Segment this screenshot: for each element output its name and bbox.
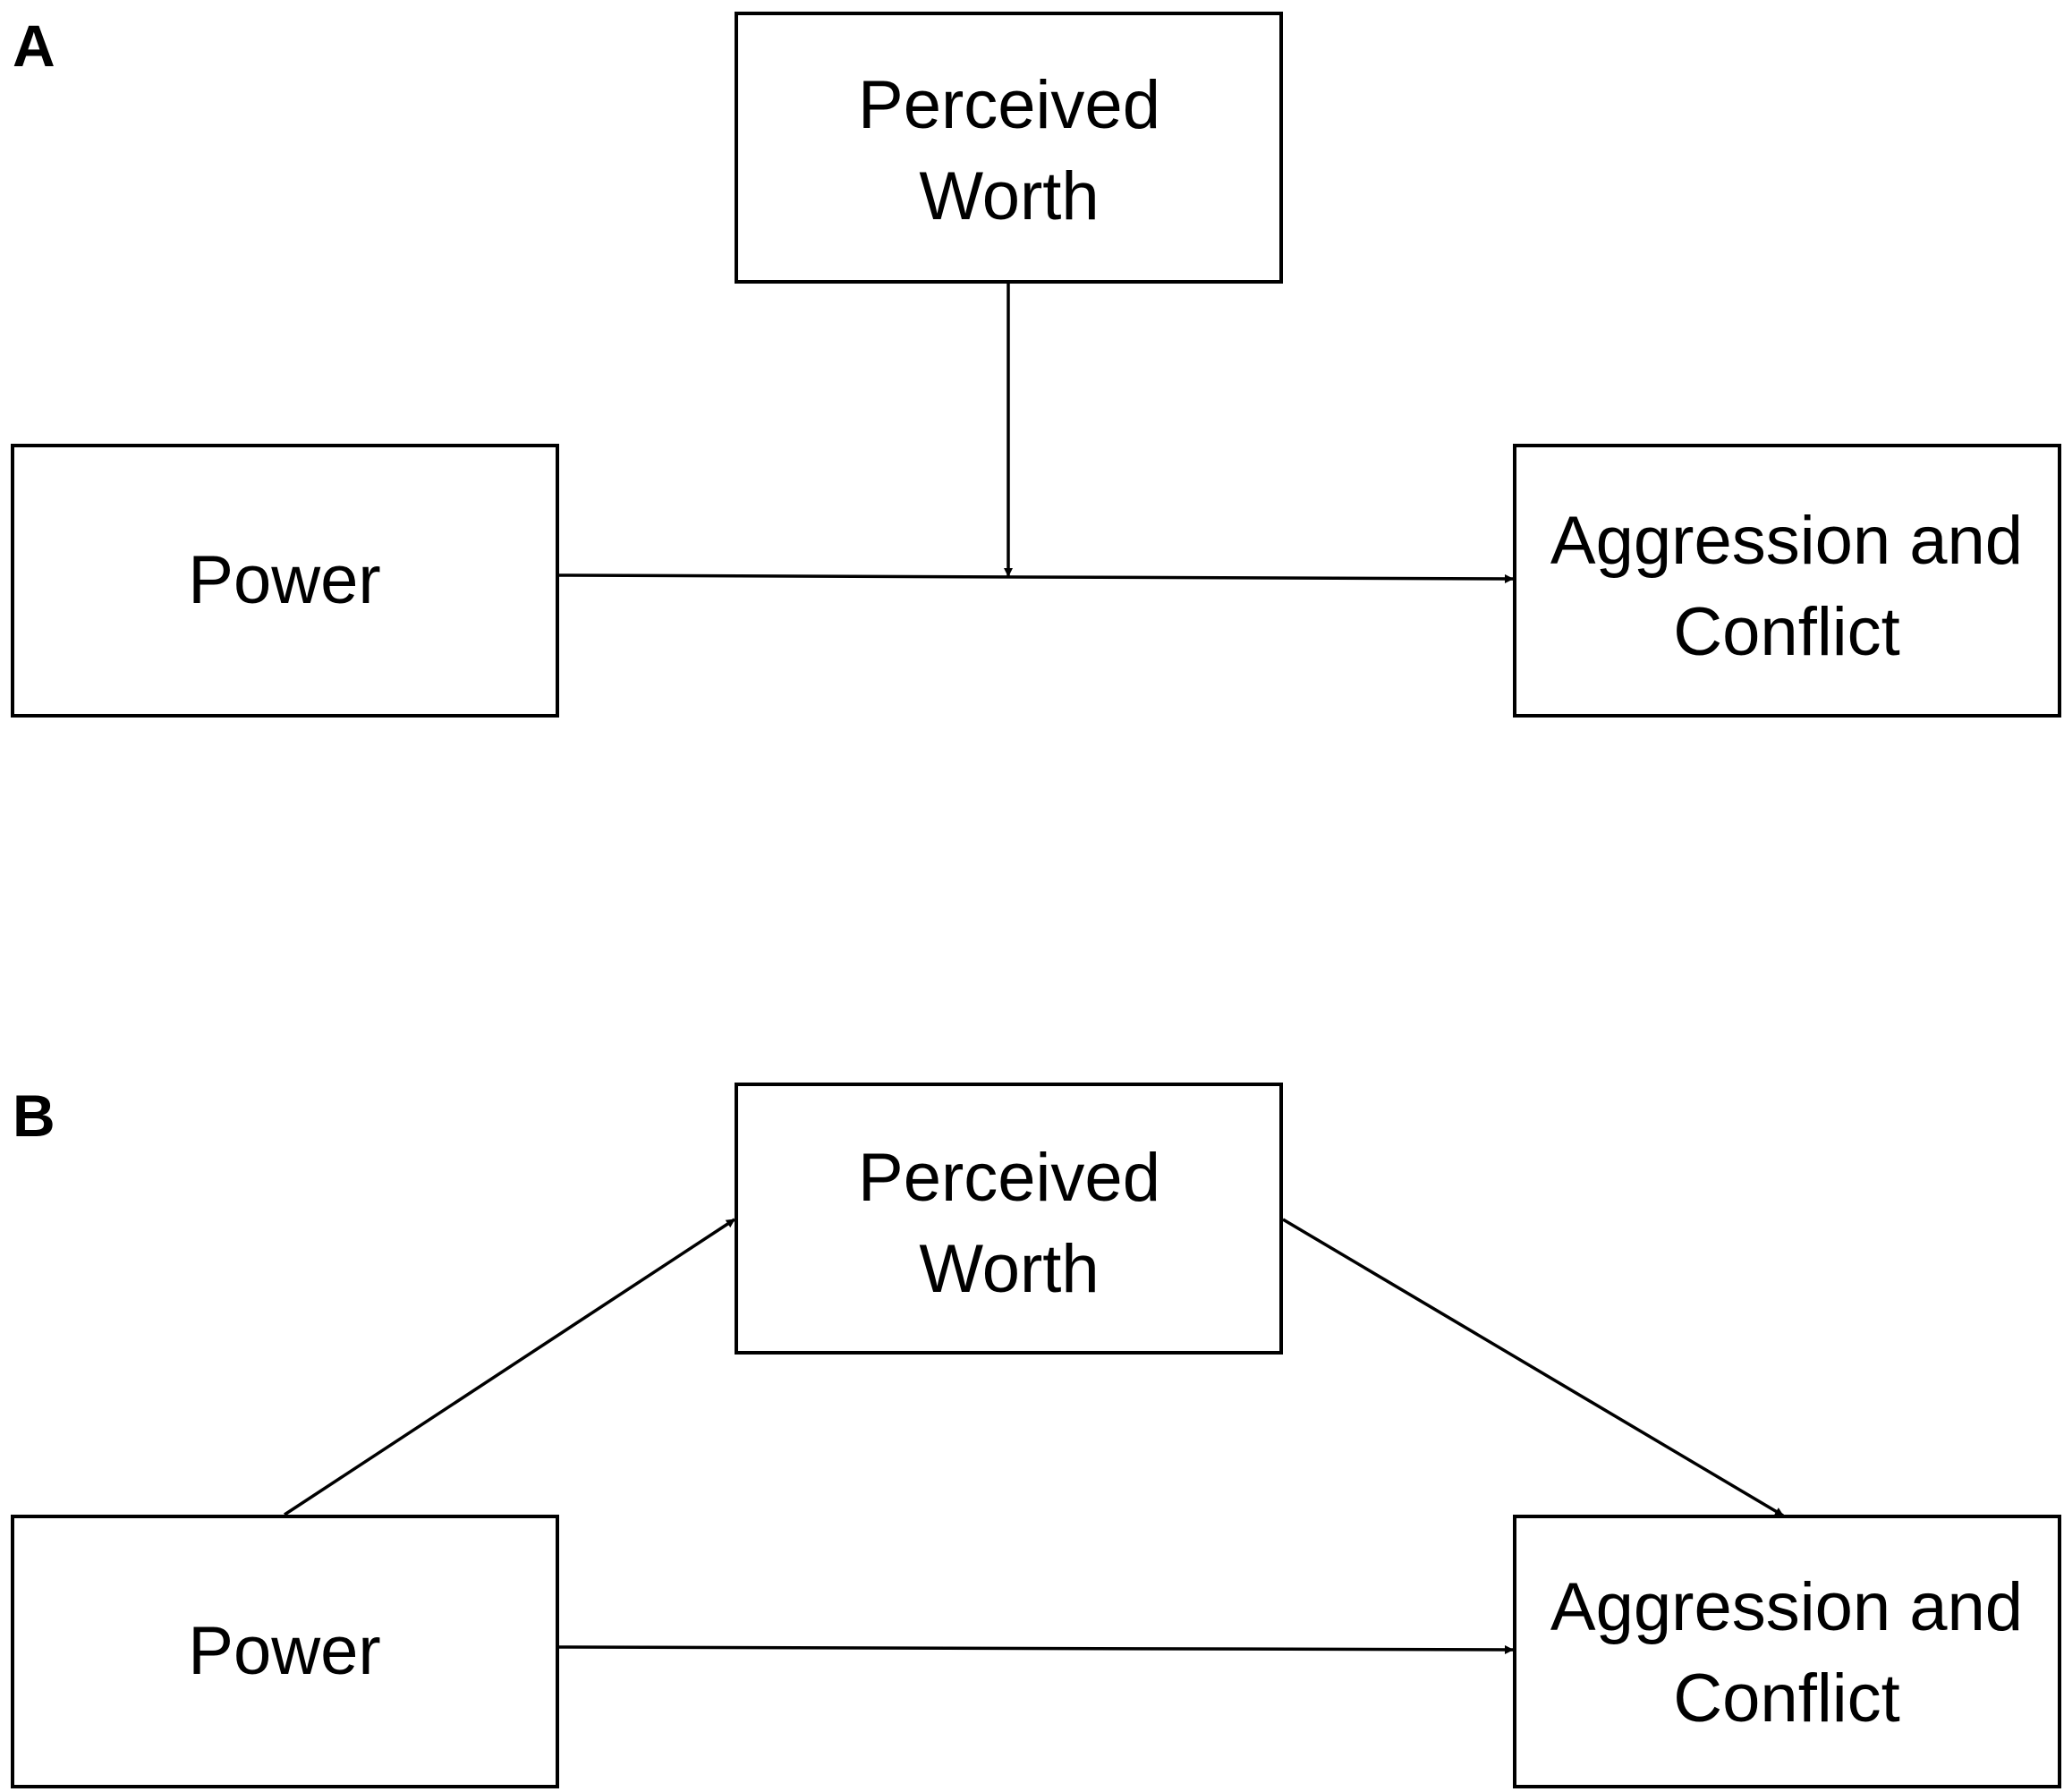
node-a-aggression-conflict-line-2: Conflict [1673,594,1899,670]
node-b-power-label: Power [188,1613,380,1689]
node-b-perceived-worth-line-2: Worth [919,1231,1099,1307]
node-b-power: Power [11,1515,559,1788]
node-b-perceived-worth-box [735,1083,1283,1355]
panel-b-label: B [13,1083,55,1149]
panel-a: A Perceived Worth Power Aggression and C… [11,12,2061,718]
node-b-perceived-worth: Perceived Worth [735,1083,1283,1355]
edge-b-power-to-worth [284,1218,735,1516]
node-a-perceived-worth: Perceived Worth [735,12,1283,284]
node-a-aggression-conflict-line-1: Aggression and [1550,503,2023,579]
node-a-power: Power [11,444,559,718]
node-b-perceived-worth-line-1: Perceived [858,1140,1160,1216]
node-a-aggression-conflict: Aggression and Conflict [1513,444,2061,718]
node-a-perceived-worth-line-1: Perceived [858,67,1160,143]
node-a-perceived-worth-line-2: Worth [919,158,1099,234]
node-a-power-box [11,444,559,718]
node-b-power-box [11,1515,559,1788]
panel-b: B Perceived Worth Power Aggression and C… [11,1083,2061,1788]
node-a-perceived-worth-box [735,12,1283,284]
node-b-aggression-conflict: Aggression and Conflict [1513,1515,2061,1788]
node-a-power-label: Power [188,542,380,618]
node-b-aggression-conflict-line-1: Aggression and [1550,1569,2023,1645]
node-a-aggression-conflict-box [1513,444,2061,718]
panel-a-label: A [13,13,55,79]
edge-b-power-to-aggression [557,1644,1514,1654]
edge-a-power-to-aggression [557,573,1514,583]
edge-b-worth-to-aggression [1282,1218,1784,1517]
node-b-aggression-conflict-line-2: Conflict [1673,1660,1899,1737]
node-b-aggression-conflict-box [1513,1515,2061,1788]
